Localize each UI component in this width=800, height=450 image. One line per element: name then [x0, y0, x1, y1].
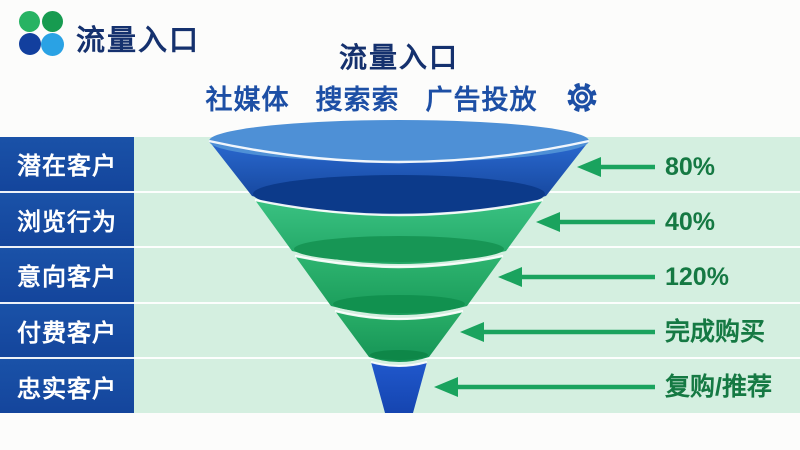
funnel-stage-5 — [370, 361, 428, 413]
stage-value: 120% — [665, 263, 729, 291]
page-title: 流量入口 — [338, 42, 460, 73]
menu-item-search[interactable]: 搜索索 — [315, 85, 400, 115]
stage-label-row: 忠实客户 — [0, 359, 134, 413]
funnel-stage-4 — [334, 309, 464, 362]
logo-dot — [19, 33, 41, 55]
logo-dot — [19, 11, 40, 32]
stage-value: 复购/推荐 — [665, 373, 772, 401]
stage-label: 浏览行为 — [17, 208, 117, 236]
funnel-stage-2 — [254, 198, 544, 264]
arrow-left-icon — [536, 212, 655, 232]
menu-item-social[interactable]: 社媒体 — [205, 85, 290, 115]
stage-value: 80% — [665, 153, 716, 181]
stage-label-row: 意向客户 — [0, 248, 134, 304]
logo-mark-icon — [19, 11, 65, 57]
logo-dot — [42, 11, 63, 32]
funnel-stage-1 — [208, 120, 590, 215]
menu-bar: 社媒体 搜索索 广告投放 — [206, 78, 601, 117]
stage-label-row: 潜在客户 — [0, 137, 134, 193]
stage-label-row: 浏览行为 — [0, 192, 134, 249]
logo-title: 流量入口 — [76, 25, 201, 57]
stage-value: 完成购买 — [665, 318, 766, 346]
stage-value: 40% — [665, 208, 716, 236]
stage-label-column: 潜在客户 浏览行为 意向客户 付费客户 忠实客户 — [0, 137, 134, 413]
arrow-left-icon — [460, 322, 655, 342]
stage-label-row: 付费客户 — [0, 303, 134, 360]
stage-label: 忠实客户 — [17, 375, 117, 403]
menu-item-ads[interactable]: 广告投放 — [425, 85, 538, 115]
settings-gear-icon[interactable] — [564, 79, 601, 116]
arrow-left-icon — [577, 157, 655, 177]
stage-label: 意向客户 — [17, 264, 117, 292]
arrow-left-icon — [498, 267, 655, 287]
arrow-left-icon — [434, 377, 655, 397]
stage-label: 潜在客户 — [17, 153, 117, 181]
logo-dot — [41, 33, 64, 56]
funnel-stage-3 — [294, 254, 504, 315]
stage-label: 付费客户 — [17, 320, 117, 348]
